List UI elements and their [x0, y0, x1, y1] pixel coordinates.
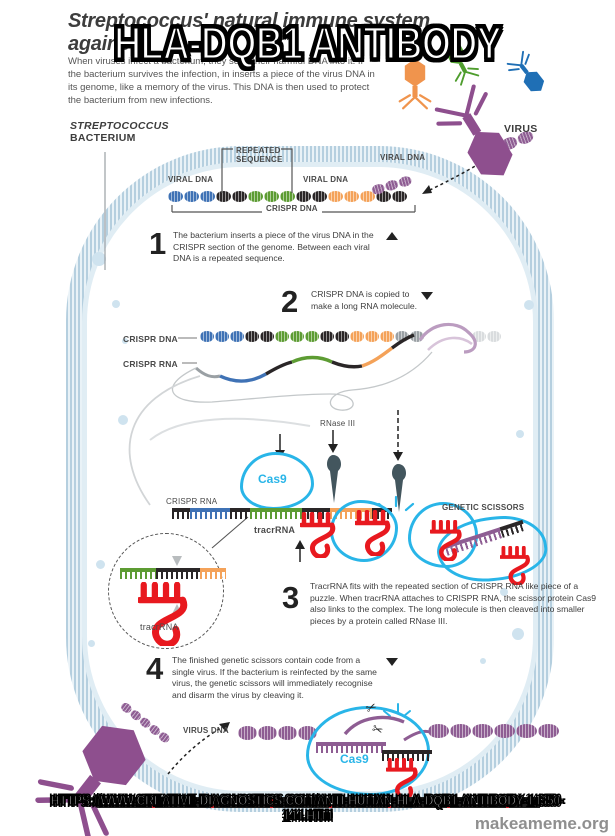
rnase-iii-label: RNase III [320, 419, 356, 428]
title-line1: Streptococcus' natural immune system [68, 10, 430, 32]
step-2-number: 2 [281, 284, 299, 319]
makeameme-watermark: makeameme.org [474, 814, 609, 833]
tracrrna-hook-icon [298, 511, 340, 563]
bottom-cas9-label: Cas9 [340, 752, 369, 766]
bubble-dot [512, 628, 524, 640]
bacterium-label-line1: STREPTOCOCCUS [70, 120, 169, 132]
bubble-dot [500, 588, 508, 596]
tracrrna-hook-icon [353, 509, 395, 561]
step-1-number: 1 [149, 226, 167, 261]
triangle-down-icon [421, 292, 433, 300]
bottom-phage-purple-icon [25, 700, 171, 836]
bottom-purple-comb [316, 742, 386, 753]
step-1-text: The bacterium inserts a piece of the vir… [173, 230, 374, 264]
intro-paragraph: When viruses infect a bacterium, they se… [68, 56, 375, 107]
bubble-dot [88, 640, 95, 647]
step-4-text: The finished genetic scissors contain co… [172, 655, 377, 700]
tracrrna-hook-icon [385, 757, 422, 804]
crispr-dna-tail [472, 331, 501, 342]
title-line2: against [68, 33, 136, 55]
bubble-dot [112, 300, 120, 308]
bubble-dot [524, 300, 534, 310]
bubble-dot [96, 560, 105, 569]
virus-dna-helix-left [238, 726, 317, 740]
meme-top-text: HLA-DQB1 ANTIBODY [113, 16, 503, 71]
crispr-rna-strip-label: CRISPR RNA [166, 497, 218, 506]
step-2-text: CRISPR DNA is copied to make a long RNA … [311, 289, 418, 311]
phage-green-icon [437, 36, 482, 88]
virus-label: VIRUS [504, 123, 538, 135]
step-3-text: TracrRNA fits with the repeated section … [310, 581, 597, 626]
tracrrna-hook-icon [136, 581, 194, 651]
viral-dna-label-mid: VIRAL DNA [303, 175, 349, 184]
circle-comb [120, 568, 226, 579]
bubble-dot [516, 430, 524, 438]
circle-tracrrna-label: tracrRNA [140, 622, 179, 632]
triangle-down-icon [386, 658, 398, 666]
genetic-scissors-label: GENETIC SCISSORS [442, 503, 525, 512]
triangle-up-icon [386, 232, 398, 240]
viral-dna-label-right: VIRAL DNA [380, 153, 426, 162]
virus-dna-label: VIRUS DNA [183, 726, 229, 735]
tracrrna-hook-icon [429, 519, 466, 566]
virus-dna-helix-right [428, 724, 559, 738]
tracrrna-label: tracrRNA [254, 525, 296, 535]
viral-dna-label-left: VIRAL DNA [168, 175, 214, 184]
genome-dna-helix [168, 191, 407, 202]
crispr-dna-bracket-label: CRISPR DNA [262, 204, 322, 213]
phage-orange-icon [398, 58, 432, 110]
repeated-sequence-label: REPEATED SEQUENCE [236, 146, 283, 164]
infographic-title: Streptococcus' natural immune system aga… [68, 10, 430, 56]
step-3-number: 3 [282, 580, 300, 615]
crispr-dna-label: CRISPR DNA [123, 334, 178, 344]
meme-url-text: HTTPS://WWW.CREATIVE-DIAGNOSTICS.COM/ANT… [50, 792, 565, 824]
crispr-rna-label: CRISPR RNA [123, 359, 178, 369]
crispr-dna-helix [200, 331, 424, 342]
bubble-dot [480, 658, 486, 664]
bubble-dot [118, 415, 128, 425]
cas9-label: Cas9 [258, 472, 287, 486]
bottom-black-comb [382, 750, 432, 761]
bottom-dna-bar [96, 797, 540, 808]
phage-blue-icon [503, 48, 552, 100]
tracrrna-hook-icon [498, 545, 534, 590]
bubble-dot [122, 338, 128, 344]
bacterium-label-line2: BACTERIUM [70, 132, 136, 144]
step-4-number: 4 [146, 651, 164, 686]
bubble-dot [92, 252, 106, 266]
